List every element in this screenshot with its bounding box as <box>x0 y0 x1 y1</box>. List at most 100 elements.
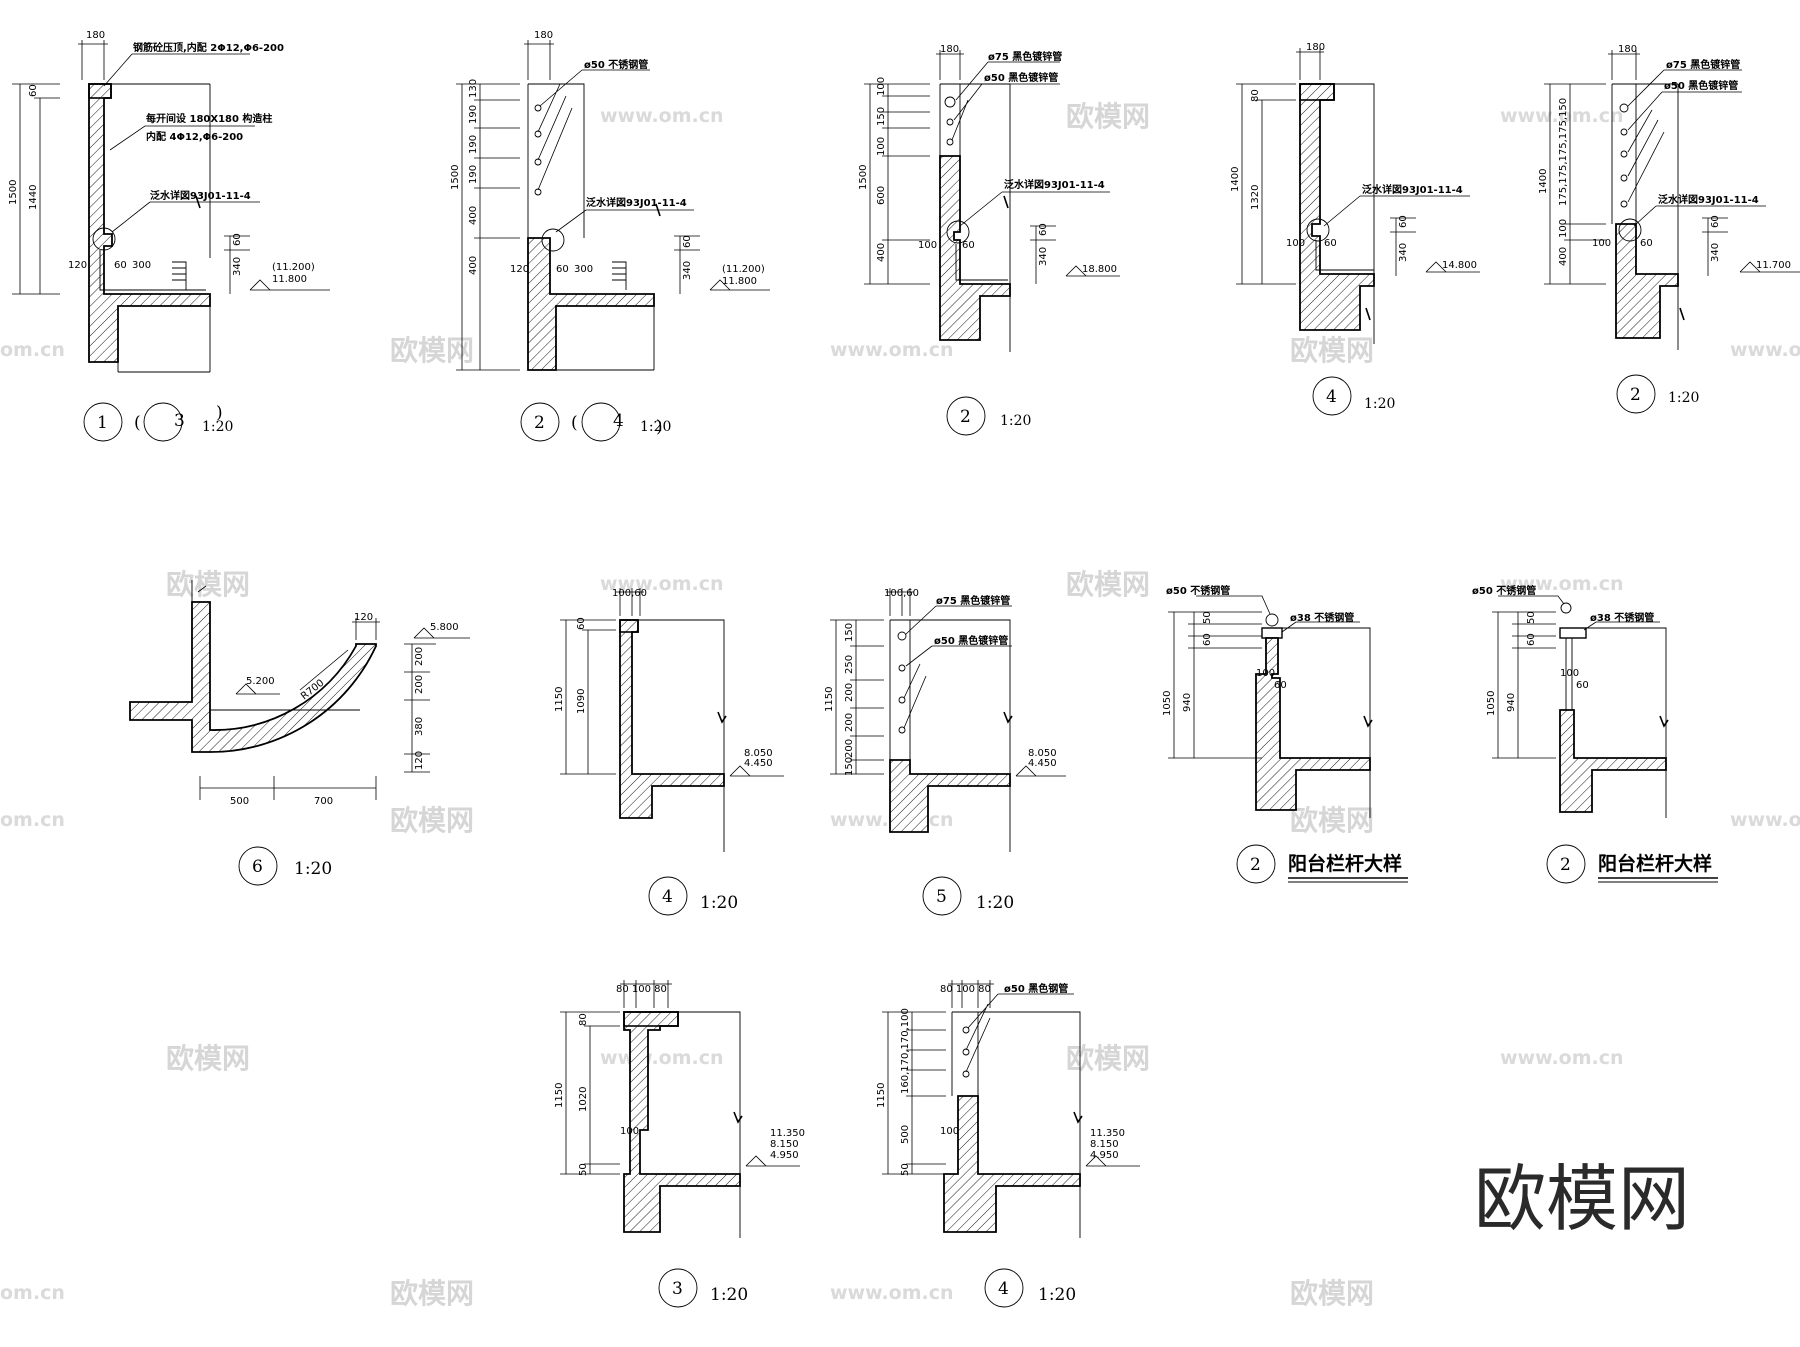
detail-number: 4 <box>662 887 673 907</box>
note-text: ø50 黑色镀锌管 <box>934 634 1008 647</box>
dim-label: 940 <box>1506 693 1517 712</box>
baluster <box>1565 638 1573 710</box>
dim-label: 60 <box>682 235 693 248</box>
note-text: ø50 不锈钢管 <box>1166 584 1230 597</box>
dim-line <box>830 619 884 775</box>
dim-label: 100 <box>876 137 887 156</box>
watermark-text: 欧模网 <box>390 334 474 367</box>
dim-label: 150 <box>844 757 855 776</box>
note-text: ø50 黑色钢管 <box>1004 982 1068 995</box>
stair-hatch <box>612 261 627 290</box>
wall-outline <box>678 1011 741 1238</box>
pipe-circle <box>962 1048 970 1056</box>
caption-paren: ) <box>656 417 663 437</box>
scale-label: 1:20 <box>640 419 671 435</box>
dim-label: 200 <box>414 675 425 694</box>
watermark-layer: 欧模网 欧模网 欧模网 欧模网 欧模网 欧模网 欧模网 欧模网 欧模网 欧模网 … <box>0 100 1800 1310</box>
detail-ref-circle <box>946 220 970 244</box>
waterproof-layer <box>1315 240 1374 271</box>
brand-logo: 欧模网 <box>1474 1157 1690 1241</box>
pipe-circle <box>1620 174 1628 182</box>
dim-line <box>1544 83 1606 285</box>
break-mark <box>195 195 201 209</box>
dim-label: 190 <box>468 105 479 124</box>
detail-number-circle <box>658 1268 698 1308</box>
dim-label: 60 <box>28 84 39 97</box>
dim-label: 150 <box>844 623 855 642</box>
detail-2-railing-parapet: 180 1500 130 190 190 190 400 400 120 60 … <box>450 30 770 442</box>
dim-label: 190 <box>468 135 479 154</box>
dim-label: 100,60 <box>884 588 919 599</box>
dim-line <box>560 1011 620 1175</box>
dim-label: 160,170,170,100 <box>900 1008 911 1094</box>
detail-number-circle <box>1616 374 1656 414</box>
elevation-label: 5.200 <box>246 676 275 687</box>
detail-11-parapet: 80 100 80 1150 1020 80 50 100 11.350 8.1… <box>554 980 805 1308</box>
detail-title: 阳台栏杆大样 <box>1598 852 1712 875</box>
detail-3-pipe-railing: 180 1500 100 150 100 600 400 100 60 340 … <box>858 44 1120 436</box>
dim-label: 60 <box>1640 238 1653 249</box>
note-text: 内配 4Φ12,Φ6-200 <box>146 130 243 143</box>
dim-line <box>352 618 380 640</box>
dim-label: 80 100 80 <box>616 984 667 995</box>
leader-line <box>959 191 1110 227</box>
dim-label: 50 <box>578 1163 589 1176</box>
dim-label: 100,60 <box>612 588 647 599</box>
dim-label: 100 <box>1592 238 1611 249</box>
dim-label: 50 <box>900 1163 911 1176</box>
detail-number: 1 <box>97 413 108 433</box>
dim-label: 60 <box>1324 238 1337 249</box>
dim-label: 50 <box>1526 611 1537 624</box>
pipe-circle <box>534 158 542 166</box>
dim-line <box>864 83 930 285</box>
pipe-circle <box>534 104 542 112</box>
elevation-label: 11.800 <box>722 276 757 287</box>
dim-label: 60 <box>576 617 587 630</box>
note-text: ø75 黑色镀锌管 <box>936 594 1010 607</box>
watermark-text: 欧模网 <box>1066 100 1150 133</box>
scale-label: 1:20 <box>1000 413 1031 429</box>
wall-outline <box>978 1011 1081 1238</box>
parapet-section <box>527 237 655 371</box>
elevation-label: 8.050 <box>744 748 773 759</box>
elevation-mark <box>1015 765 1066 777</box>
leader-line <box>1196 595 1360 633</box>
wall-outline <box>1586 627 1667 818</box>
watermark-site: www.om.cn <box>830 339 954 361</box>
dim-label: 180 <box>940 44 959 55</box>
watermark-site: www.om.cn <box>1500 1047 1624 1069</box>
watermark-text: 欧模网 <box>166 1042 250 1075</box>
break-mark <box>1003 711 1013 724</box>
dim-label: 400 <box>468 256 479 275</box>
scale-label: 1:20 <box>1668 390 1699 406</box>
detail-number-circle <box>83 402 123 442</box>
elevation-label: (11.200) <box>272 262 315 273</box>
watermark-site: www.om.cn <box>1500 573 1624 595</box>
elevation-label: 8.150 <box>770 1139 799 1150</box>
elevation-mark <box>413 627 470 639</box>
pipe-circle <box>1620 200 1628 208</box>
pipe-circle <box>898 726 906 734</box>
watermark-site: www.om.cn <box>830 1282 954 1304</box>
leader-line <box>1498 595 1660 631</box>
dim-label: 380 <box>414 717 425 736</box>
reference-number: 4 <box>613 411 624 431</box>
detail-number-circle <box>946 396 986 436</box>
dim-line <box>674 235 700 294</box>
scale-label: 1:20 <box>976 893 1014 913</box>
dim-label: 200 <box>844 683 855 702</box>
caption-paren: ( <box>134 413 141 433</box>
dim-label: 1050 <box>1162 691 1173 716</box>
scale-label: 1:20 <box>710 1285 748 1305</box>
dim-label: 1150 <box>824 687 835 712</box>
watermark-site: om.cn <box>0 1282 65 1304</box>
dim-label: 1150 <box>876 1083 887 1108</box>
dim-label: 120 <box>510 264 529 275</box>
detail-number-circle <box>1546 844 1586 884</box>
note-text: ø50 黑色镀锌管 <box>984 71 1058 84</box>
rail-cap <box>1559 627 1587 639</box>
dim-label: 100 <box>876 77 887 96</box>
dim-label: 100 <box>1558 219 1569 238</box>
watermark-site: www.om.cn <box>1500 105 1624 127</box>
